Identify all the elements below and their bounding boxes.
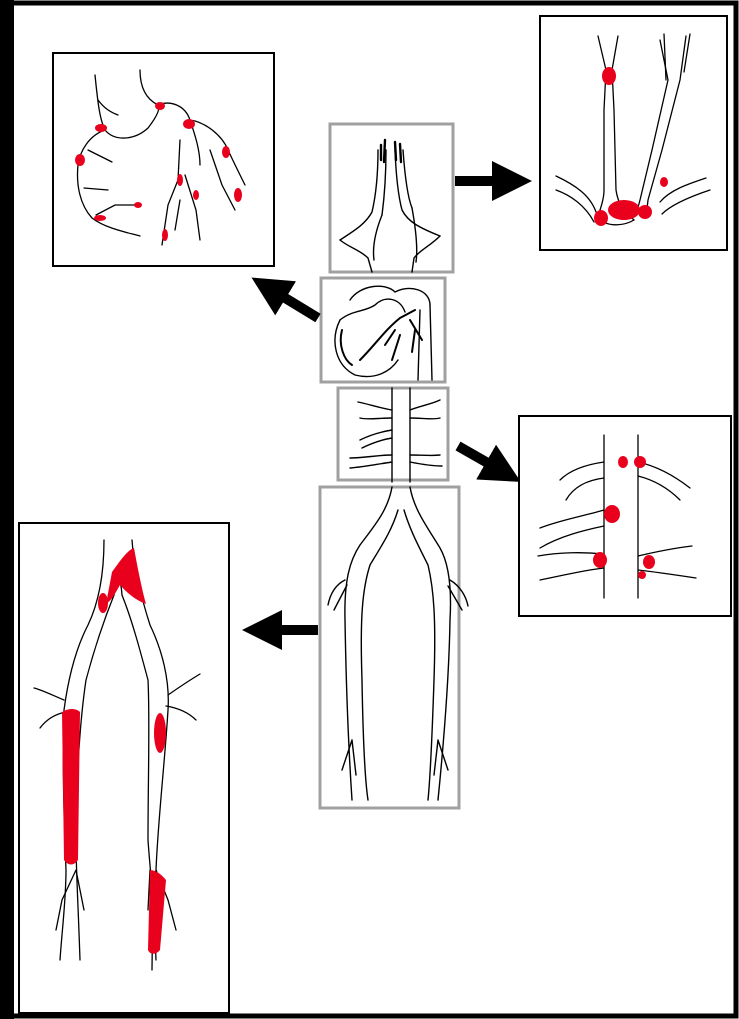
lower-limb-arteries-region xyxy=(320,487,459,808)
abdominal-aorta-region xyxy=(338,388,448,480)
arrows-group xyxy=(266,181,508,630)
center-body-figure xyxy=(320,124,468,808)
iliac-femoral-arteries-detail xyxy=(19,523,229,1013)
coronary-arteries-detail xyxy=(53,53,274,266)
heart-region xyxy=(321,278,445,382)
arrow-heart-to-coronary xyxy=(272,290,318,318)
left-edge-bar xyxy=(0,0,14,1019)
renal-mesenteric-arteries-detail xyxy=(519,416,731,616)
carotid-arteries-detail xyxy=(540,16,727,250)
arrow-abdominal-to-renal xyxy=(458,446,500,470)
aortic-arch-region xyxy=(330,124,453,272)
